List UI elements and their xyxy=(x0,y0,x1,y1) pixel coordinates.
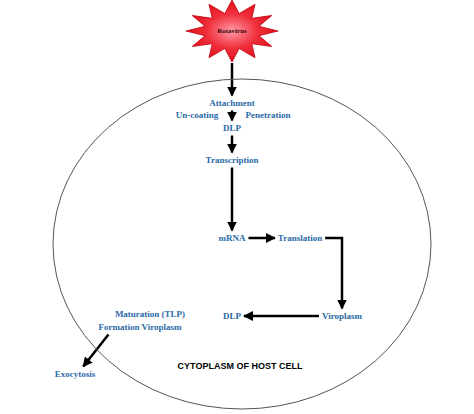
step-note: Penetration xyxy=(244,109,293,122)
step-label: DLP xyxy=(223,311,241,322)
step-label: Viroplasm xyxy=(322,311,362,322)
step-label: Transcription xyxy=(206,155,259,166)
process-step: Exocytosis xyxy=(53,368,98,381)
flow-arrow xyxy=(325,238,342,309)
flow-arrow xyxy=(231,111,234,121)
region-label: CYTOPLASM OF HOST CELL xyxy=(178,361,303,372)
flow-arrow xyxy=(244,315,319,318)
process-step: mRNA xyxy=(217,232,248,245)
process-step: Maturation (TLP) xyxy=(113,308,187,321)
process-step: DLP xyxy=(221,122,243,135)
step-label: Rotavirus xyxy=(217,27,247,35)
step-label: mRNA xyxy=(219,233,246,244)
step-note: Un-coating xyxy=(174,109,221,122)
process-step: Transcription xyxy=(204,154,261,167)
step-label: Formation Viroplasm xyxy=(98,322,181,333)
step-label: Maturation (TLP) xyxy=(115,309,185,320)
flow-arrow xyxy=(249,237,275,240)
process-step: Formation Viroplasm xyxy=(96,321,183,334)
step-label: Exocytosis xyxy=(55,369,96,380)
flow-arrow xyxy=(231,136,234,153)
step-label: DLP xyxy=(223,123,241,134)
step-label: Attachment xyxy=(209,98,255,109)
process-step: Attachment xyxy=(207,97,257,110)
flow-arrow xyxy=(231,168,234,231)
virus-starburst: Rotavirus xyxy=(186,0,278,62)
process-step: Translation xyxy=(276,232,324,245)
cell-outline xyxy=(52,78,432,410)
process-step: DLP xyxy=(221,310,243,323)
process-step: Viroplasm xyxy=(320,310,364,323)
step-label: Translation xyxy=(278,233,322,244)
host-cell: CYTOPLASM OF HOST CELL AttachmentDLP Trans… xyxy=(52,78,432,410)
